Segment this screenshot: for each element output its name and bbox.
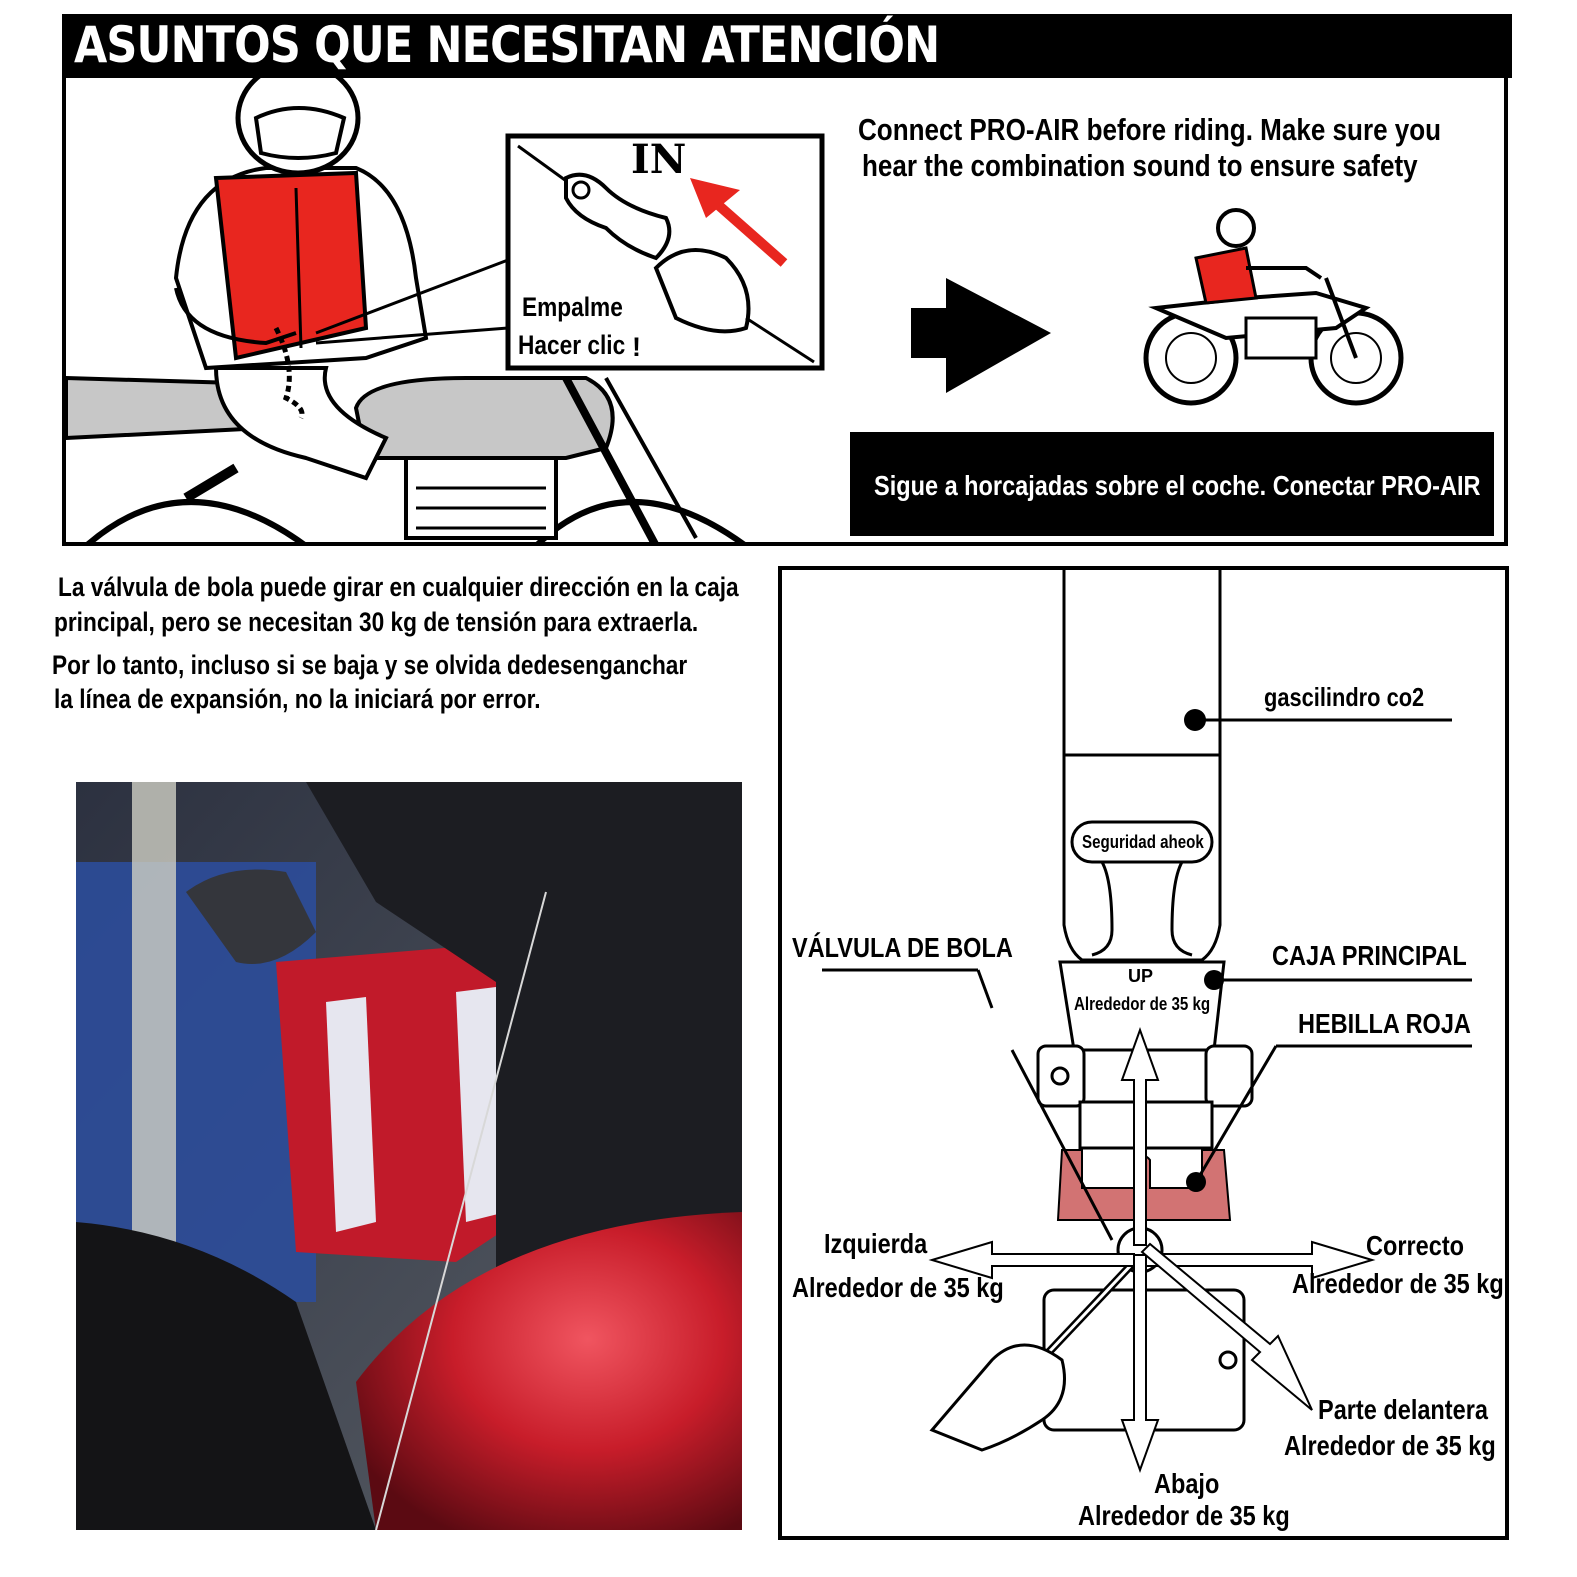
callout-in-label: IN bbox=[631, 136, 687, 183]
connect-line-1: Connect PRO-AIR before riding. Make sure… bbox=[858, 112, 1442, 147]
label-correcto: Correcto bbox=[1366, 1230, 1465, 1261]
label-izquierda-force: Alrededor de 35 kg bbox=[792, 1272, 1004, 1303]
title-bar: ASUNTOS QUE NECESITAN ATENCIÓN bbox=[62, 14, 1512, 78]
callout-hacer-clic: Hacer clic bbox=[518, 330, 626, 360]
label-abajo: Abajo bbox=[1154, 1468, 1220, 1499]
label-seguridad: Seguridad aheok bbox=[1082, 832, 1204, 852]
label-caja-principal: CAJA PRINCIPAL bbox=[1272, 940, 1467, 971]
paragraph-line-3: Por lo tanto, incluso si se baja y se ol… bbox=[52, 650, 688, 680]
rider-photo bbox=[76, 782, 742, 1530]
rider-illustration bbox=[66, 78, 1404, 542]
label-izquierda: Izquierda bbox=[824, 1228, 928, 1259]
rider-photo-drawing bbox=[76, 782, 742, 1530]
label-gas-cylinder: gascilindro co2 bbox=[1264, 682, 1425, 712]
buckle-diagram-panel: gascilindro co2 Seguridad aheok VÁLVULA … bbox=[778, 566, 1509, 1540]
page-title: ASUNTOS QUE NECESITAN ATENCIÓN bbox=[74, 16, 940, 74]
paragraph-line-2: principal, pero se necesitan 30 kg de te… bbox=[54, 607, 699, 637]
callout-empalme: Empalme bbox=[522, 292, 623, 322]
label-up: UP bbox=[1128, 966, 1154, 986]
label-valvula-bola: VÁLVULA DE BOLA bbox=[792, 932, 1013, 963]
arrow-right-icon bbox=[911, 278, 1051, 393]
instruction-box: Sigue a horcajadas sobre el coche. Conec… bbox=[850, 432, 1494, 536]
label-correcto-force: Alrededor de 35 kg bbox=[1292, 1268, 1504, 1299]
buckle-diagram bbox=[822, 570, 1472, 1473]
label-up-force: Alrededor de 35 kg bbox=[1074, 994, 1211, 1014]
paragraph-line-1: La válvula de bola puede girar en cualqu… bbox=[58, 572, 739, 602]
paragraph-line-4: la línea de expansión, no la iniciará po… bbox=[54, 684, 541, 714]
label-delantera: Parte delantera bbox=[1318, 1394, 1488, 1425]
top-panel: IN Empalme Hacer clic ! bbox=[62, 78, 1508, 546]
instruction-text: Sigue a horcajadas sobre el coche. Conec… bbox=[874, 470, 1481, 501]
red-arrow-icon bbox=[712, 199, 788, 267]
label-delantera-force: Alrededor de 35 kg bbox=[1284, 1430, 1496, 1461]
exclamation-icon: ! bbox=[632, 332, 641, 362]
label-hebilla-roja: HEBILLA ROJA bbox=[1298, 1008, 1471, 1039]
label-abajo-force: Alrededor de 35 kg bbox=[1078, 1500, 1290, 1531]
connect-line-2: hear the combination sound to ensure saf… bbox=[862, 148, 1418, 183]
